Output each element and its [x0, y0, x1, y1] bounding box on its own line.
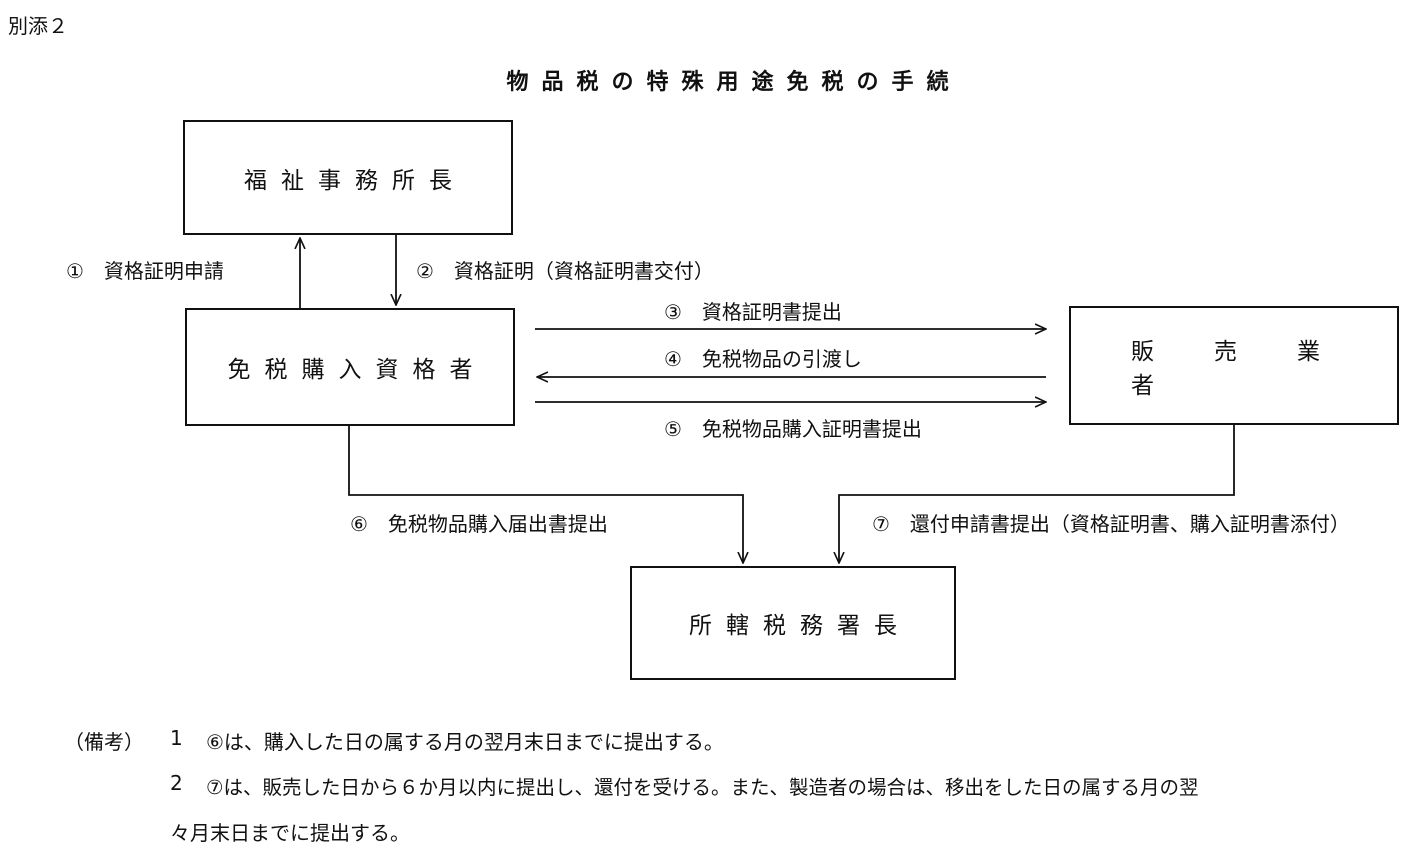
- note-2-text: ⑦は、販売した日から６か月以内に提出し、還付を受ける。また、製造者の場合は、移出…: [206, 776, 1199, 799]
- note-2-number: 2: [170, 771, 183, 795]
- node-tax-office-label: 所轄税務署長: [689, 613, 911, 639]
- node-welfare-office-label: 福祉事務所長: [244, 167, 466, 194]
- node-seller-label: 販売業者: [1131, 338, 1380, 399]
- edge-6-arrow: [348, 426, 743, 563]
- note-2-continuation: 々月末日までに提出する。: [170, 821, 410, 845]
- node-welfare-office: 福祉事務所長: [183, 120, 513, 235]
- node-tax-office: 所轄税務署長: [630, 566, 956, 680]
- edge-3-label: ③ 資格証明書提出: [664, 300, 842, 324]
- node-seller: 販売業者: [1069, 306, 1399, 425]
- edge-1-label: ① 資格証明申請: [66, 259, 224, 283]
- notes-prefix: （備考）: [64, 730, 144, 754]
- node-buyer: 免税購入資格者: [185, 308, 515, 426]
- edge-5-label: ⑤ 免税物品購入証明書提出: [664, 417, 922, 441]
- attachment-label: 別添２: [8, 14, 68, 38]
- diagram-title: 物品税の特殊用途免税の手続: [506, 70, 962, 95]
- note-1-number: 1: [170, 726, 183, 750]
- node-buyer-label: 免税購入資格者: [227, 357, 487, 383]
- edge-6-label: ⑥ 免税物品購入届出書提出: [350, 512, 608, 536]
- edge-2-label: ② 資格証明（資格証明書交付）: [416, 259, 714, 283]
- note-1-text: ⑥は、購入した日の属する月の翌月末日までに提出する。: [206, 730, 724, 754]
- edge-7-arrow: [839, 425, 1235, 563]
- edge-7-label: ⑦ 還付申請書提出（資格証明書、購入証明書添付）: [872, 512, 1350, 536]
- edge-4-label: ④ 免税物品の引渡し: [664, 347, 862, 371]
